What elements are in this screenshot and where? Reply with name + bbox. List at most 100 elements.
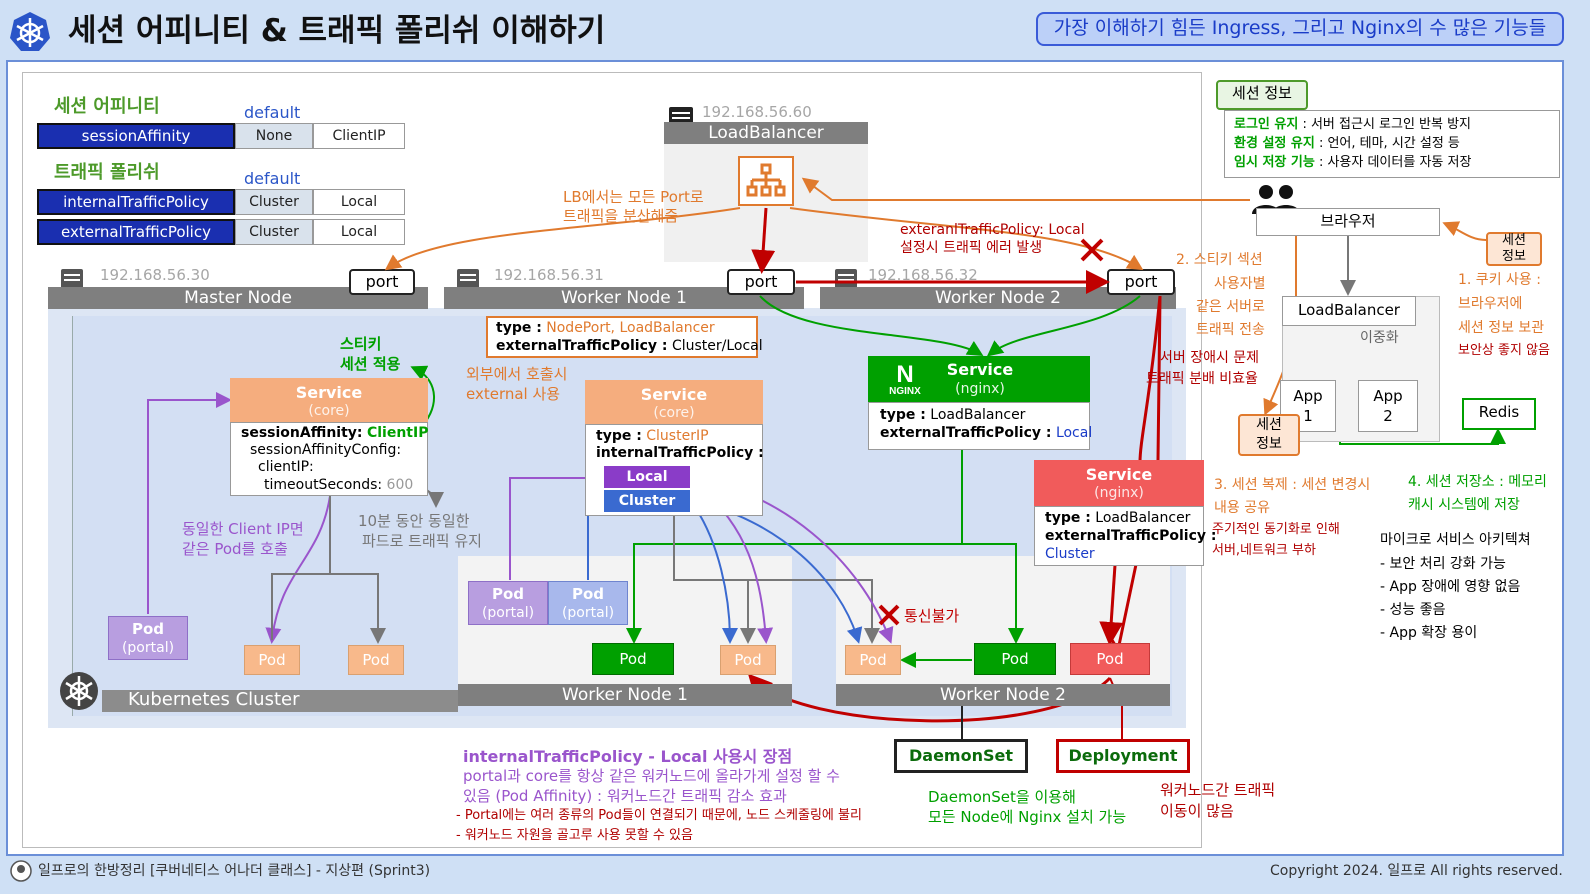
store-title: 4. 세션 저장소 : 메모리 [1408,474,1547,490]
kubernetes-cluster-bar [102,690,458,712]
pod-nginx-w1: Pod [592,643,674,675]
note-sticky-1: 스티키 [340,335,382,353]
setting-name-etp: externalTrafficPolicy [37,219,235,245]
pod-core-w1: Pod [720,645,776,675]
note-lb-distribute-1: LB에서는 모든 Port로 [563,188,704,206]
x-mark-no-comm [878,604,900,626]
cookie-l2: 세션 정보 보관 [1458,320,1545,336]
pod-nginx-w2: Pod [974,643,1056,675]
redis-box [1462,398,1536,430]
sa-line4: timeoutSeconds: 600 [264,477,414,493]
app2-label-1: App [1373,387,1403,405]
worker1-bottom-bar: Worker Node 1 [458,684,792,706]
service-nginx-green-header [868,356,1090,402]
app2-box [1358,380,1418,432]
service-core-left-body [230,422,428,496]
worker1-node-bar: Worker Node 1 [444,287,804,309]
note-same-ip-1: 동일한 Client IP면 [182,520,304,538]
msa-item-1: - 보안 처리 강화 가능 [1380,556,1506,572]
setting-default-itp: Cluster [235,189,313,215]
master-node-bar: Master Node [48,287,428,309]
service-nginx-red-header: Service(nginx) [1034,460,1204,506]
worker2-bottom-bar: Worker Node 2 [836,684,1170,706]
nodeport-type-line: type : NodePort, LoadBalancer [496,320,715,336]
cluster-helm-icon [58,670,100,712]
pod-nginx-red-w2: Pod [1070,643,1150,675]
note-server-fail-1: 서버 장애시 문제 [1160,350,1260,366]
worker2-port: port [1107,269,1175,295]
session-tag-app-1: 세션 [1256,417,1282,433]
sticky-title: 2. 스티키 섹션 [1176,252,1263,268]
x-mark-error [1080,238,1104,262]
store-l1: 캐시 시스템에 저장 [1408,497,1520,513]
pod-core-master-1: Pod [244,645,300,675]
note-ext-local-error-1: exteranlTrafficPolicy: Local [900,222,1085,238]
cookie-l1: 브라우저에 [1458,296,1523,312]
note-no-comm: 통신불가 [904,607,960,625]
svg-text:N: N [896,361,913,388]
service-core-mid-header: Service(core) [585,380,763,424]
sa-line3: clientIP: [258,459,314,475]
session-info-box [1224,110,1560,178]
itp-advantage-line3: - Portal에는 여러 종류의 Pod들이 연결되기 때문에, 노드 스케줄… [456,808,862,823]
setting-name-session-affinity: sessionAffinity [37,123,235,149]
msa-item-3: - 성능 좋음 [1380,602,1446,618]
footer-right: Copyright 2024. 일프로 All rights reserved. [1270,863,1563,879]
pod-core-w2: Pod [845,645,901,675]
note-ext-local-error-2: 설정시 트래픽 에러 발생 [900,240,1043,256]
deployment-box: Deployment [1056,739,1190,773]
session-tag-browser-2: 정보 [1502,249,1526,264]
redis-label: Redis [1478,403,1520,421]
itp-cluster-chip: Cluster [604,490,690,512]
traffic-policy-heading: 트래픽 폴리쉬 [54,162,160,183]
service-nginx-green-body [868,402,1090,450]
default-label-2: default [244,169,301,188]
session-tag-app-2: 정보 [1256,436,1282,452]
service-nginx-red-body [1034,506,1204,566]
app2-label-2: 2 [1383,407,1393,425]
footer-logo-icon [10,860,32,882]
browser-label: 브라우저 [1320,212,1376,230]
hierarchy-icon [746,163,786,197]
session-tag-browser [1486,232,1542,266]
svg-text:NGINX: NGINX [889,386,921,397]
setting-other-session-affinity: ClientIP [313,123,405,149]
session-info-tab [1216,80,1308,110]
replicate-l3: 서버,네트워크 부하 [1212,543,1316,558]
msa-item-2: - App 장애에 영향 없음 [1380,579,1521,595]
service-nginx-green-title: Service [946,360,1014,379]
browser-box [1256,208,1440,236]
service-nginx-green-subtitle: (nginx) [955,381,1005,397]
default-label-1: default [244,103,301,122]
itp-local-chip: Local [604,466,690,488]
green-etp-line: externalTrafficPolicy : Local [880,425,1093,441]
setting-name-itp: internalTrafficPolicy [37,189,235,215]
replicate-title: 3. 세션 복제 : 세션 변경시 [1214,477,1371,493]
worker1-ip: 192.168.56.31 [494,266,604,284]
service-core-left-header: Service(core) [230,378,428,422]
note-ten-min-2: 파드로 트래픽 유지 [362,532,482,550]
session-tag-browser-1: 세션 [1502,233,1526,248]
sticky-l1: 사용자별 [1214,276,1266,292]
nodeport-etp-line: externalTrafficPolicy : Cluster/Local [496,338,763,354]
app1-label-2: 1 [1303,407,1313,425]
master-port: port [349,269,415,295]
replicate-l2: 주기적인 동기화로 인해 [1212,522,1340,537]
pod-portal-master: Pod(portal) [108,616,188,660]
right-redundancy-label: 이중화 [1360,330,1399,346]
app1-label-1: App [1293,387,1323,405]
page-title: 세션 어피니티 & 트래픽 폴리쉬 이해하기 [68,13,606,49]
msa-item-4: - App 확장 용이 [1380,625,1478,641]
daemonset-box: DaemonSet [894,739,1028,773]
note-same-ip-2: 같은 Pod를 호출 [182,540,288,558]
itp-advantage-line2: 있음 (Pod Affinity) : 워커노드간 트래픽 감소 효과 [463,787,787,805]
msa-title: 마이크로 서비스 아키텍쳐 [1380,532,1531,548]
note-external-call-2: external 사용 [466,385,561,403]
note-lb-distribute-2: 트래픽을 분산해줌 [563,207,679,225]
worker2-ip: 192.168.56.32 [868,266,978,284]
note-external-call-1: 외부에서 호출시 [466,365,568,383]
red-type-line: type : LoadBalancer [1045,510,1191,526]
pod-core-master-2: Pod [348,645,404,675]
subtitle-banner [1036,12,1564,46]
